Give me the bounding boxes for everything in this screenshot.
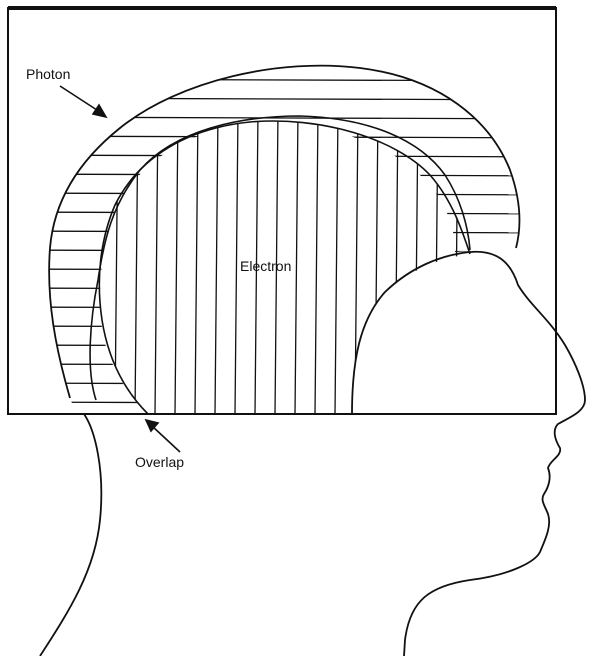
- electron-hatch-line: [435, 110, 438, 414]
- photon-hatch-line: [0, 402, 593, 404]
- electron-hatch-line: [455, 110, 458, 414]
- photon-hatch-line: [0, 383, 593, 385]
- photon-hatch-line: [0, 98, 593, 100]
- photon-field-outline: [49, 66, 519, 398]
- electron-hatch-line: [175, 110, 178, 414]
- electron-hatch-line: [375, 110, 378, 414]
- electron-hatch-line: [395, 110, 398, 414]
- electron-hatch-line: [335, 110, 338, 414]
- electron-hatch-line: [415, 110, 418, 414]
- electron-hatch-line: [295, 110, 298, 414]
- electron-hatch-line: [475, 110, 478, 414]
- overlap-arrow: [146, 420, 180, 452]
- photon-hatch-line: [0, 174, 593, 176]
- photon-hatch-line: [0, 364, 593, 366]
- electron-hatch-line: [235, 110, 238, 414]
- photon-hatch-line: [0, 117, 593, 119]
- photon-hatch-line: [0, 79, 593, 81]
- photon-arrow: [60, 86, 106, 117]
- photon-hatch-line: [0, 60, 593, 62]
- neck-outline: [40, 414, 101, 656]
- overlap-label: Overlap: [135, 454, 184, 470]
- electron-hatch-line: [215, 110, 218, 414]
- electron-hatch-line: [315, 110, 318, 414]
- electron-hatch-line: [355, 110, 358, 414]
- photon-hatch-line: [0, 345, 593, 347]
- photon-label: Photon: [26, 66, 70, 82]
- electron-label: Electron: [240, 258, 291, 274]
- photon-hatch-line: [0, 136, 593, 138]
- photon-hatch-line: [0, 193, 593, 195]
- head-profile: [352, 252, 585, 656]
- electron-hatch-line: [195, 110, 198, 414]
